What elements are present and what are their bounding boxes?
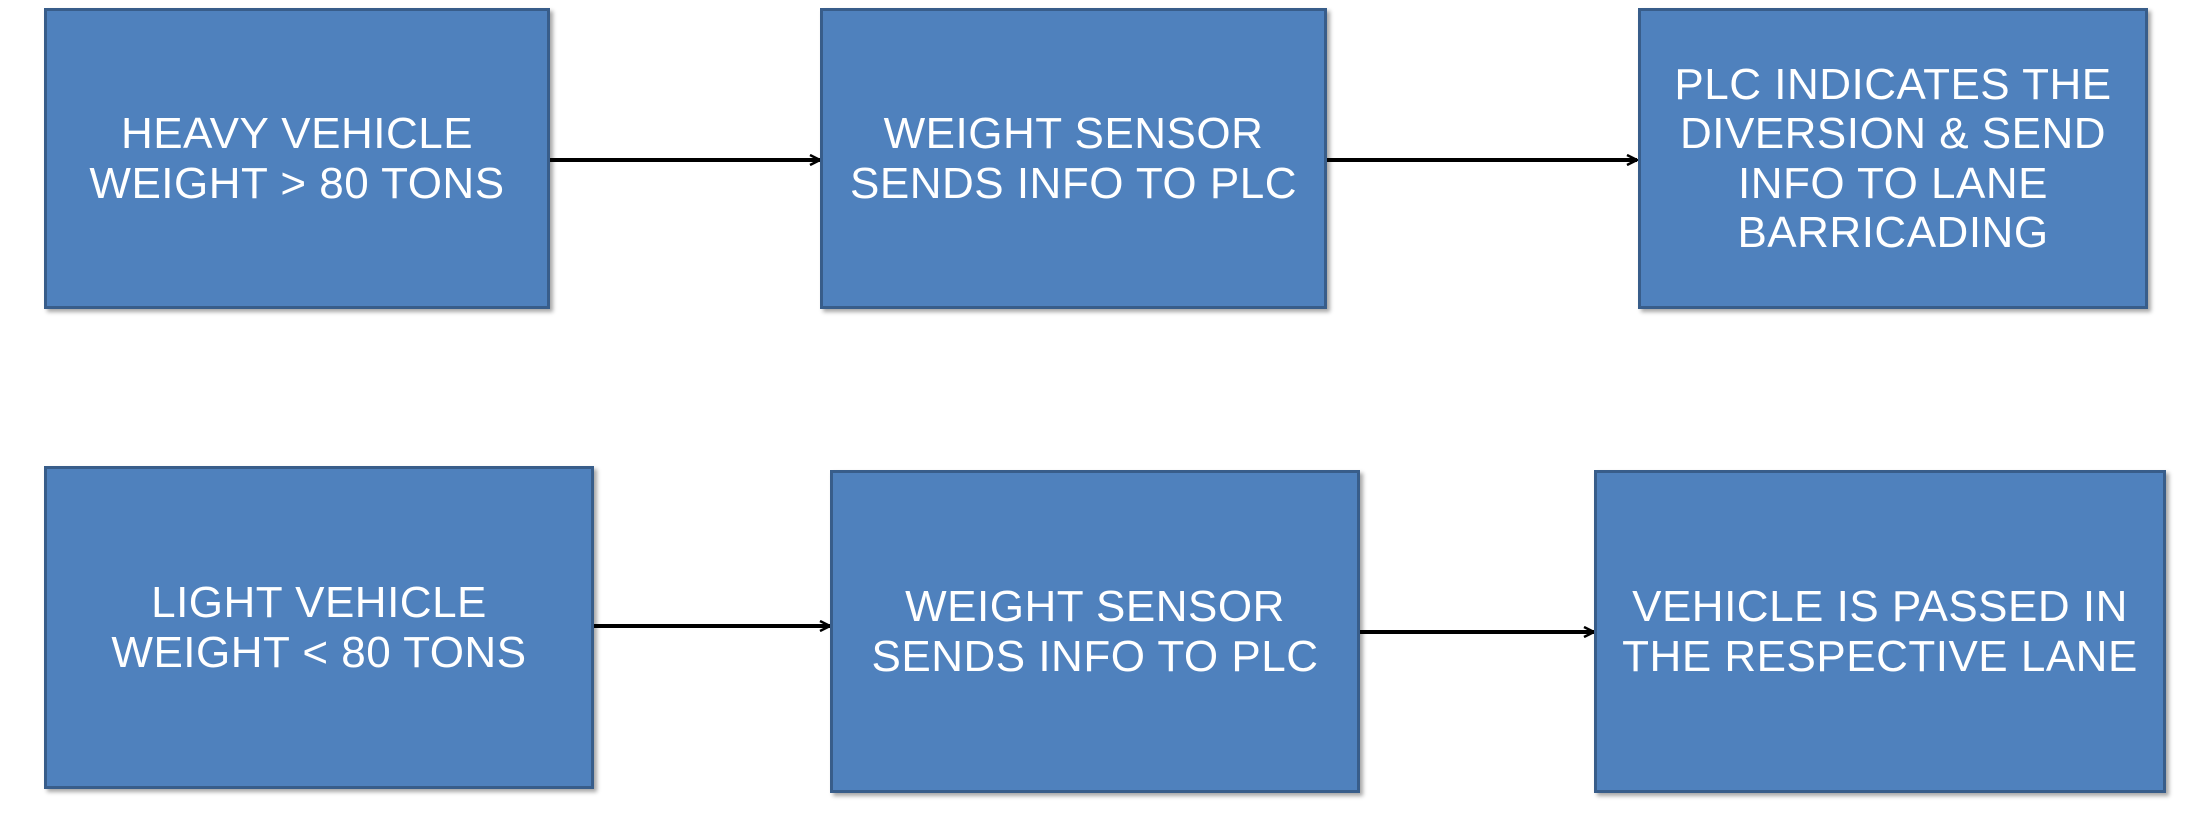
node-weight-sensor-heavy: WEIGHT SENSOR SENDS INFO TO PLC (820, 8, 1327, 309)
node-light-vehicle-label: LIGHT VEHICLE WEIGHT < 80 TONS (111, 578, 527, 677)
node-plc-diversion: PLC INDICATES THE DIVERSION & SEND INFO … (1638, 8, 2148, 309)
node-passed-lane: VEHICLE IS PASSED IN THE RESPECTIVE LANE (1594, 470, 2166, 793)
node-weight-sensor-heavy-label: WEIGHT SENSOR SENDS INFO TO PLC (850, 109, 1297, 208)
node-heavy-vehicle: HEAVY VEHICLE WEIGHT > 80 TONS (44, 8, 550, 309)
node-weight-sensor-light: WEIGHT SENSOR SENDS INFO TO PLC (830, 470, 1360, 793)
node-passed-lane-label: VEHICLE IS PASSED IN THE RESPECTIVE LANE (1622, 582, 2138, 681)
node-heavy-vehicle-label: HEAVY VEHICLE WEIGHT > 80 TONS (89, 109, 505, 208)
node-weight-sensor-light-label: WEIGHT SENSOR SENDS INFO TO PLC (871, 582, 1319, 681)
node-light-vehicle: LIGHT VEHICLE WEIGHT < 80 TONS (44, 466, 594, 789)
node-plc-diversion-label: PLC INDICATES THE DIVERSION & SEND INFO … (1674, 59, 2112, 257)
